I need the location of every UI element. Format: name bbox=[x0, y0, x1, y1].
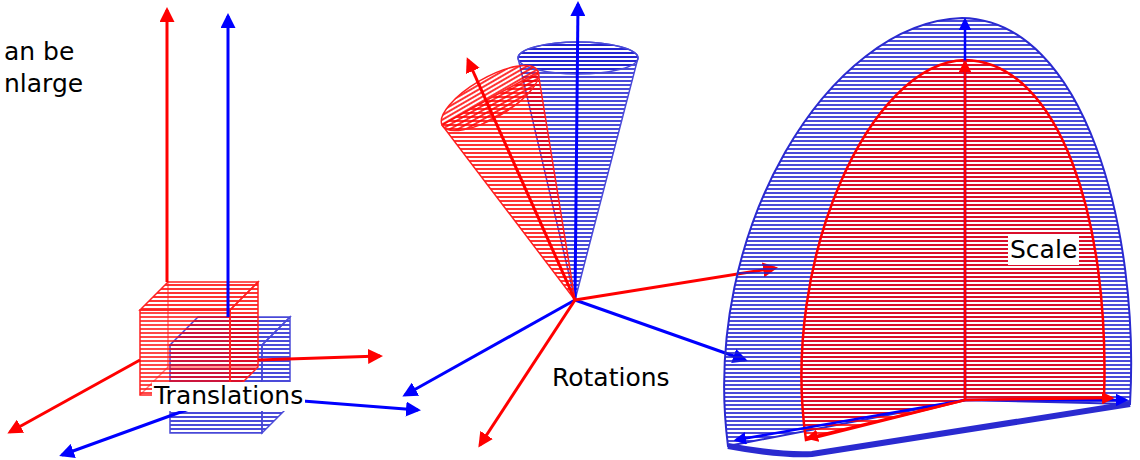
figure-caption: Translations bbox=[152, 382, 305, 411]
scale-figure bbox=[724, 18, 1131, 454]
figure-caption: Scale bbox=[1008, 236, 1079, 265]
cropped-note: nlarge bbox=[2, 70, 85, 99]
blue-axes bbox=[405, 4, 745, 395]
blue-ellipsoid-rim bbox=[728, 404, 1130, 454]
red-cube bbox=[140, 282, 258, 395]
red-ellipsoid bbox=[801, 60, 1104, 440]
red-cone bbox=[432, 53, 575, 300]
blue-ellipsoid bbox=[724, 18, 1131, 446]
blue-axes bbox=[62, 16, 418, 455]
cropped-note: an be bbox=[2, 38, 76, 67]
rotation-figure bbox=[405, 4, 775, 445]
red-axes bbox=[808, 62, 1112, 438]
figure-caption: Rotations bbox=[550, 364, 672, 393]
blue-axes bbox=[736, 20, 1126, 440]
